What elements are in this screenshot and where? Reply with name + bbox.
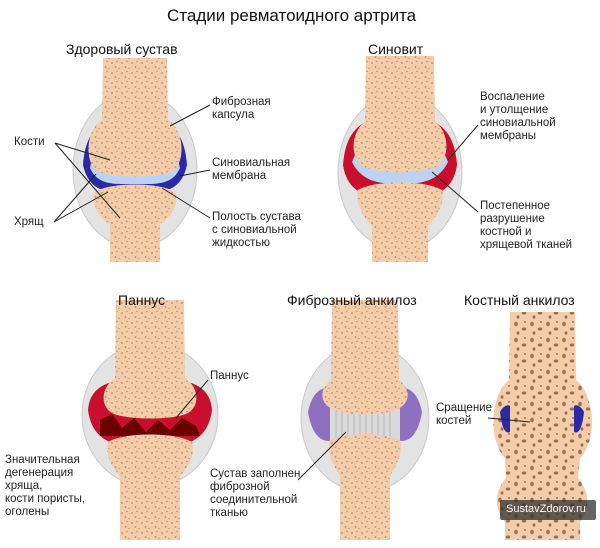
heading-fibrous-ankylosis: Фиброзный анкилоз (287, 292, 417, 308)
fibrous-ankylosis-illustration (297, 300, 430, 540)
heading-healthy: Здоровый сустав (66, 41, 178, 57)
pannus-illustration (81, 300, 219, 540)
lower-bone-fibrous (329, 434, 401, 540)
label-inflammation: Воспаление и утолщение синовиальной мемб… (480, 91, 556, 142)
bony-ankylosis-illustration (487, 312, 596, 540)
bony-leader-lines (487, 417, 531, 423)
label-fibrous-capsule: Фиброзная капсула (212, 96, 271, 121)
heading-pannus: Паннус (118, 292, 166, 308)
watermark-background (500, 500, 596, 520)
heading-synovitis: Синовит (368, 41, 424, 57)
bony-right-remnant (574, 405, 584, 433)
label-gradual-destruction: Постепенное разрушение костной и хрящево… (480, 200, 573, 251)
label-pannus: Паннус (210, 370, 249, 382)
synovitis-leader-lines (431, 124, 479, 213)
lower-bone-shape (93, 184, 177, 262)
healthy-joint-illustration (53, 58, 211, 262)
lower-bone-pannus (107, 434, 193, 540)
upper-bone-synovitis (353, 56, 447, 173)
pannus-tissue-shape (100, 414, 200, 436)
fused-bone-shape (493, 312, 592, 540)
heading-bony-ankylosis: Костный анкилоз (464, 292, 575, 308)
page-title: Стадии ревматоидного артрита (167, 6, 417, 25)
healthy-leader-lines (53, 104, 211, 223)
upper-bone-fibrous (322, 300, 408, 415)
lower-bone-synovitis (357, 182, 443, 262)
watermark-text: SustavZdorov.ru (506, 503, 586, 515)
label-joint-cavity: Полость сустава с синовиальной жидкостью (212, 211, 301, 249)
synovitis-illustration (337, 56, 479, 262)
upper-bone-pannus (103, 300, 197, 419)
label-bone-fusion: Сращение костей (436, 402, 492, 427)
pannus-leader-lines (175, 379, 209, 419)
label-cartilage: Хрящ (14, 216, 44, 228)
label-fibrous-filled: Сустав заполнен фиброзной соединительной… (210, 468, 301, 519)
label-synovial-membrane: Синовиальная мембрана (212, 157, 291, 182)
label-cartilage-degeneration: Значительная дегенерация хряща, кости по… (5, 454, 86, 518)
fibrous-leader-lines (297, 431, 347, 481)
upper-bone-shape (88, 58, 182, 177)
bony-left-remnant (500, 405, 510, 433)
label-bones: Кости (14, 136, 45, 148)
